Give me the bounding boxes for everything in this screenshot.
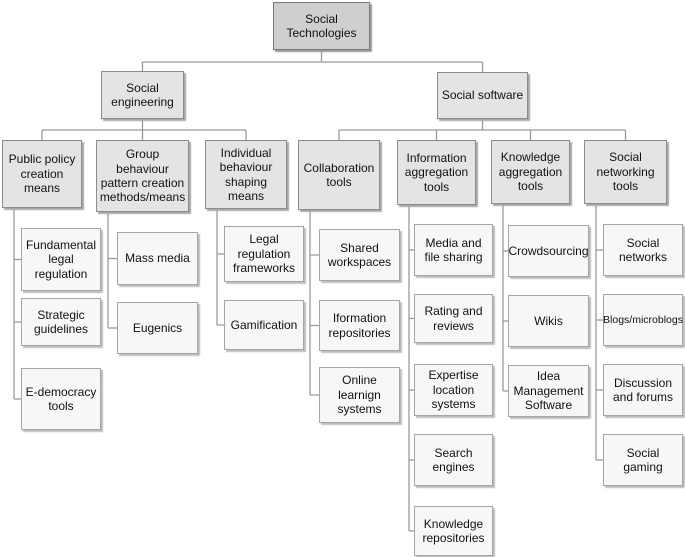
leaf-social-gaming: Social gaming [603,434,683,486]
leaf-iformation-repositories-label: Iformation repositories [328,311,391,340]
category-knowledge-aggregation-tools-label: Knowledge aggregation tools [498,150,563,194]
branch-social-software: Social software [437,72,528,119]
leaf-social-networks: Social networks [603,224,683,276]
leaf-social-networks-label: Social networks [618,235,668,264]
category-public-policy-creation-means: Public policy creation means [2,140,82,208]
leaf-rating-and-reviews: Rating and reviews [414,294,493,343]
leaf-mass-media: Mass media [117,232,198,285]
leaf-fundamental-legal-regulation-label: Fundamental legal regulation [25,237,97,281]
leaf-search-engines-label: Search engines [432,445,475,474]
leaf-gamification: Gamification [224,300,304,350]
category-social-networking-tools-label: Social networking tools [596,150,655,194]
leaf-blogs-microblogs: Blogs/microblogs [603,294,683,346]
leaf-wikis: Wikis [508,295,589,347]
leaf-strategic-guidelines-label: Strategic guidelines [33,307,89,336]
leaf-expertise-location-systems: Expertise location systems [414,364,493,416]
leaf-gamification-label: Gamification [230,317,298,332]
leaf-blogs-microblogs-label: Blogs/microblogs [603,313,683,326]
category-knowledge-aggregation-tools: Knowledge aggregation tools [491,140,570,204]
leaf-legal-regulation-frameworks-label: Legal regulation frameworks [232,232,295,276]
leaf-idea-management-software-label: Idea Management Software [513,369,584,413]
leaf-legal-regulation-frameworks: Legal regulation frameworks [224,226,304,282]
leaf-crowdsourcing: Crowdsourcing [508,225,589,277]
branch-social-software-label: Social software [441,88,524,103]
leaf-knowledge-repositories-label: Knowledge repositories [422,516,485,545]
leaf-eugenics-label: Eugenics [132,320,183,335]
leaf-fundamental-legal-regulation: Fundamental legal regulation [21,228,101,291]
leaf-social-gaming-label: Social gaming [623,445,663,474]
category-individual-behaviour-shaping-means-label: Individual behaviour shaping means [219,145,273,203]
category-information-aggregation-tools: Information aggregation tools [397,140,476,205]
leaf-eugenics: Eugenics [117,302,198,354]
root-node-label: Social Technologies [286,11,357,40]
leaf-e-democracy-tools-label: E-democracy tools [25,384,97,413]
category-social-networking-tools: Social networking tools [584,140,667,204]
category-collaboration-tools: Collaboration tools [298,140,380,210]
leaf-media-and-file-sharing: Media and file sharing [414,224,493,276]
category-information-aggregation-tools-label: Information aggregation tools [404,150,469,194]
leaf-knowledge-repositories: Knowledge repositories [414,506,493,556]
leaf-search-engines: Search engines [414,434,493,486]
leaf-online-learnign-systems-label: Online learnign systems [337,373,382,417]
category-group-behaviour-pattern-creation-methods-means: Group behaviour pattern creation methods… [96,140,189,212]
root-node: Social Technologies [273,2,370,50]
leaf-e-democracy-tools: E-democracy tools [21,368,101,430]
leaf-wikis-label: Wikis [534,313,563,328]
leaf-expertise-location-systems-label: Expertise location systems [428,368,479,412]
leaf-idea-management-software: Idea Management Software [508,365,589,417]
leaf-shared-workspaces: Shared workspaces [319,229,400,281]
leaf-discussion-and-forums: Discussion and forums [603,364,683,416]
leaf-strategic-guidelines: Strategic guidelines [21,298,101,346]
leaf-discussion-and-forums-label: Discussion and forums [612,375,674,404]
leaf-mass-media-label: Mass media [125,251,190,266]
leaf-media-and-file-sharing-label: Media and file sharing [424,235,483,264]
leaf-crowdsourcing-label: Crowdsourcing [508,243,589,258]
branch-social-engineering: Social engineering [101,71,184,119]
category-collaboration-tools-label: Collaboration tools [303,160,375,189]
category-public-policy-creation-means-label: Public policy creation means [8,152,76,196]
category-individual-behaviour-shaping-means: Individual behaviour shaping means [205,140,287,209]
leaf-online-learnign-systems: Online learnign systems [319,367,400,423]
leaf-shared-workspaces-label: Shared workspaces [327,240,392,269]
category-group-behaviour-pattern-creation-methods-means-label: Group behaviour pattern creation methods… [99,147,186,205]
leaf-rating-and-reviews-label: Rating and reviews [424,304,483,333]
branch-social-engineering-label: Social engineering [111,80,174,109]
leaf-iformation-repositories: Iformation repositories [319,300,400,351]
